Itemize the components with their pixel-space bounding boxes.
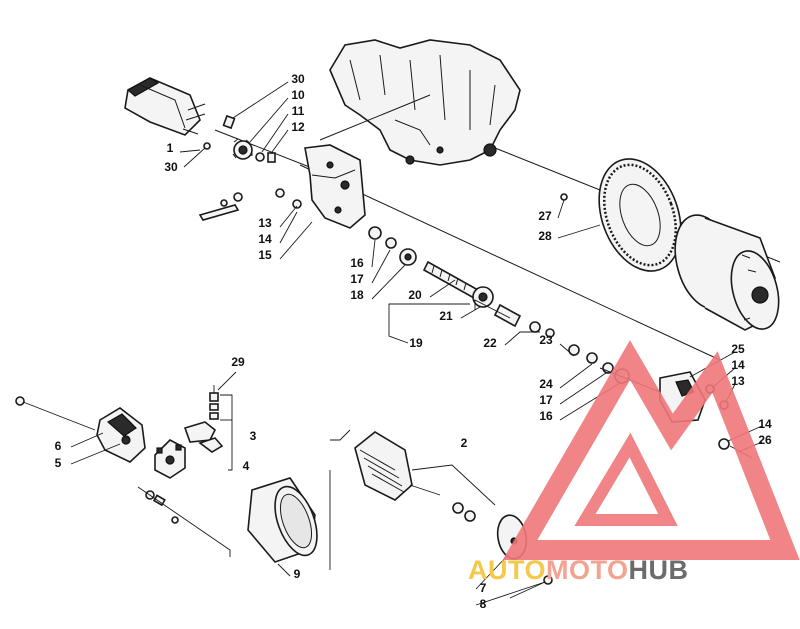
watermark-text-hub: HUB: [629, 555, 689, 585]
callout-label: 19: [409, 336, 423, 350]
callout-label: 22: [483, 336, 497, 350]
small-hardware: [137, 486, 231, 557]
callout-label: 30: [164, 160, 178, 174]
watermark-inner-triangle-icon: [574, 432, 678, 526]
callout-label: 14: [758, 417, 772, 431]
watermark-text-moto: MOTO: [546, 555, 629, 585]
callout-label: 24: [539, 377, 553, 391]
brush-plate: [154, 439, 186, 479]
engine-block: [329, 39, 521, 166]
watermark-triangle-icon: [502, 340, 800, 560]
terminal-parts: [183, 385, 233, 471]
end-cap: [96, 407, 146, 463]
callout-label: 9: [294, 567, 301, 581]
ring-gear: [560, 158, 682, 272]
callout-label: 2: [461, 436, 468, 450]
watermark-text: AUTOMOTOHUB: [468, 555, 689, 585]
callout-label: 6: [55, 439, 62, 453]
bendix-drive: [422, 260, 555, 338]
callout-label: 10: [291, 88, 305, 102]
watermark-logo: [502, 340, 800, 560]
callout-label: 11: [292, 104, 305, 118]
callout-label: 14: [731, 358, 745, 372]
callout-label: 20: [408, 288, 422, 302]
callout-label: 12: [291, 120, 305, 134]
callout-label: 13: [731, 374, 745, 388]
callout-label: 5: [55, 456, 62, 470]
callout-label: 8: [480, 597, 487, 611]
callout-label: 1: [167, 141, 174, 155]
callout-label: 23: [539, 333, 553, 347]
field-housing: [247, 429, 351, 570]
callout-label: 3: [250, 429, 257, 443]
callout-label: 25: [731, 342, 745, 356]
callout-label: 16: [539, 409, 553, 423]
callout-label: 15: [258, 248, 272, 262]
callout-label: 30: [291, 72, 305, 86]
starter-motor: [124, 77, 206, 136]
callout-label: 29: [231, 355, 245, 369]
callout-label: 27: [538, 209, 552, 223]
callout-label: 17: [539, 393, 553, 407]
callout-label: 14: [258, 232, 272, 246]
watermark-text-auto: AUTO: [468, 555, 546, 585]
clutch-drum: [674, 214, 780, 331]
mounting-bracket: [198, 144, 366, 229]
callout-label: 18: [350, 288, 364, 302]
callout-label: 13: [258, 216, 272, 230]
callout-label: 7: [480, 581, 487, 595]
callout-label: 4: [243, 459, 250, 473]
long-through-bolt: [15, 396, 96, 431]
drive-gear-set: [203, 114, 276, 163]
callout-label: 26: [758, 433, 772, 447]
pinion-parts: [368, 226, 417, 266]
callout-label: 28: [538, 229, 552, 243]
callout-label: 16: [350, 256, 364, 270]
callout-label: 17: [350, 272, 364, 286]
callout-label: 21: [439, 309, 453, 323]
armature: [354, 431, 496, 522]
